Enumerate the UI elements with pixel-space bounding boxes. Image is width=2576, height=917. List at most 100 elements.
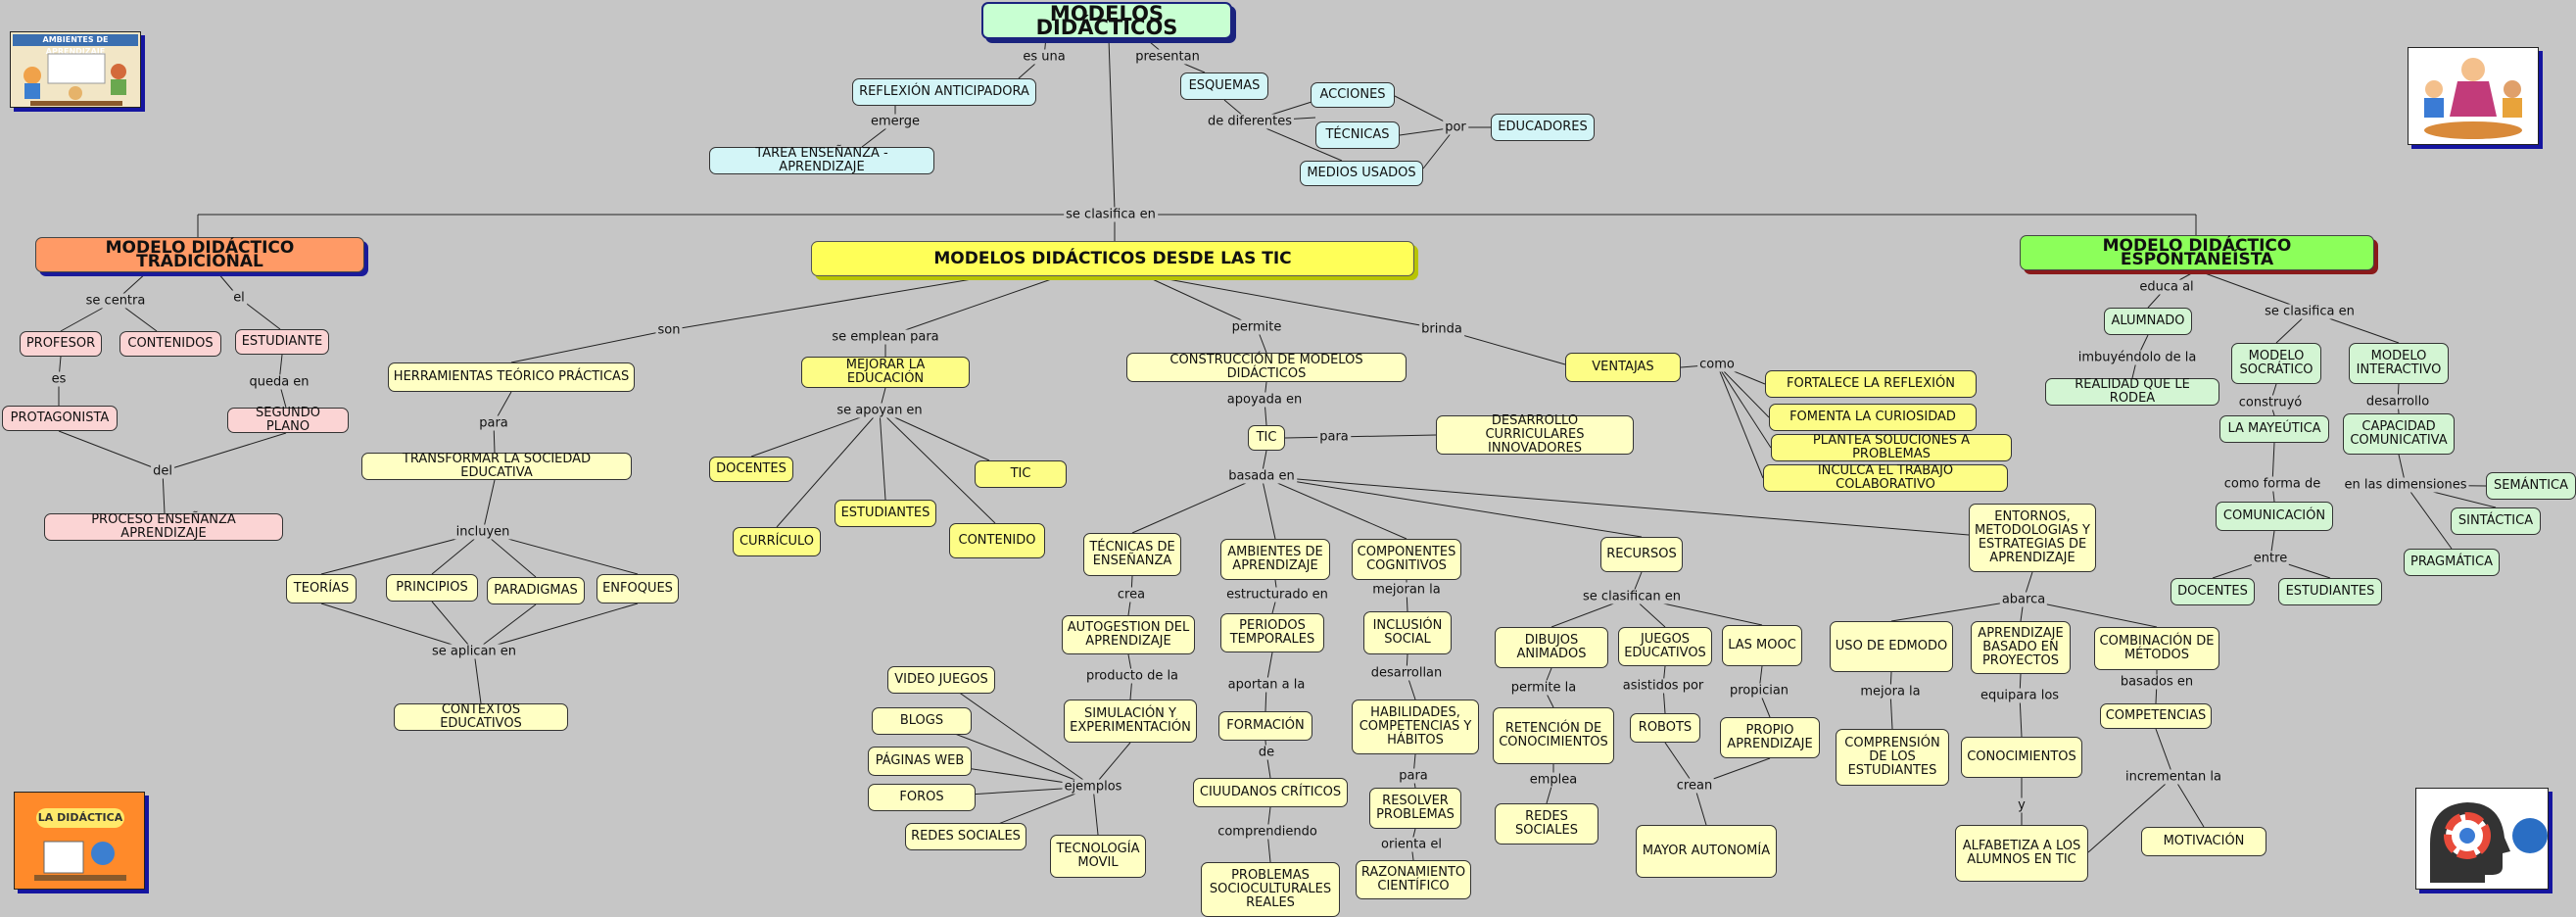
concept-rob[interactable]: ROBOTS [1630, 713, 1700, 743]
concept-conte[interactable]: CONTENIDO [949, 523, 1045, 558]
concept-root[interactable]: MODELOS DIDÁCTICOS [981, 2, 1232, 39]
concept-prag[interactable]: PRAGMÁTICA [2404, 549, 2500, 576]
concept-curr[interactable]: CURRÍCULO [733, 527, 821, 556]
concept-auto[interactable]: AUTOGESTION DEL APRENDIZAJE [1062, 615, 1195, 654]
concept-tec[interactable]: TÉCNICAS [1315, 121, 1400, 149]
concept-tic2[interactable]: TIC [1248, 425, 1285, 451]
concept-parad[interactable]: PARADIGMAS [487, 577, 585, 604]
concept-razon[interactable]: RAZONAMIENTO CIENTÍFICO [1356, 860, 1471, 899]
concept-est2[interactable]: ESTUDIANTES [2278, 578, 2382, 605]
concept-habil[interactable]: HABILIDADES, COMPETENCIAS Y HÁBITOS [1352, 700, 1479, 754]
concept-socr[interactable]: MODELO SOCRÁTICO [2231, 343, 2321, 384]
concept-fom[interactable]: FOMENTA LA CURIOSIDAD [1769, 404, 1977, 431]
concept-incul[interactable]: INCULCA EL TRABAJO COLABORATIVO [1763, 464, 2008, 492]
concept-blogs[interactable]: BLOGS [872, 707, 972, 735]
concept-constr[interactable]: CONSTRUCCIÓN DE MODELOS DIDÁCTICOS [1126, 353, 1407, 382]
concept-alum[interactable]: ALUMNADO [2104, 308, 2192, 335]
concept-princ[interactable]: PRINCIPIOS [386, 574, 478, 602]
concept-prof[interactable]: PROFESOR [20, 331, 102, 357]
concept-sint[interactable]: SINTÁCTICA [2451, 507, 2541, 535]
ambientes-aprendizaje-caption: AMBIENTES DE APRENDIZAJE [13, 34, 138, 56]
connector-line [473, 603, 639, 652]
concept-comb[interactable]: COMBINACIÓN DE MÉTODOS [2094, 627, 2219, 670]
concept-comp[interactable]: COMPONENTES COGNITIVOS [1352, 539, 1461, 580]
concept-mayeu[interactable]: LA MAYEÚTICA [2219, 415, 2329, 443]
concept-esp[interactable]: MODELO DIDÁCTICO ESPONTANEÍSTA [2020, 235, 2374, 270]
connector-line [1261, 475, 1970, 536]
concept-real[interactable]: REALIDAD QUE LE RODEA [2045, 378, 2219, 406]
concept-ticn[interactable]: TIC [975, 460, 1067, 488]
concept-sem[interactable]: SEMÁNTICA [2486, 472, 2576, 500]
concept-prota[interactable]: PROTAGONISTA [2, 406, 118, 431]
concept-ret[interactable]: RETENCIÓN DE CONOCIMIENTOS [1493, 707, 1614, 764]
concept-abp[interactable]: APRENDIZAJE BASADO EN PROYECTOS [1971, 621, 2071, 674]
concept-capac[interactable]: CAPACIDAD COMUNICATIVA [2343, 413, 2455, 455]
link-label: permite la [1508, 680, 1579, 696]
concept-teor[interactable]: TEORÍAS [286, 574, 357, 603]
link-label: de [1256, 745, 1277, 760]
concept-compr[interactable]: COMPRENSIÓN DE LOS ESTUDIANTES [1836, 729, 1949, 786]
concept-vent[interactable]: VENTAJAS [1565, 353, 1681, 382]
concept-mooc[interactable]: LAS MOOC [1722, 625, 1802, 666]
concept-peri[interactable]: PERIODOS TEMPORALES [1220, 613, 1324, 652]
concept-ciud[interactable]: CIUUDANOS CRÍTICOS [1193, 778, 1348, 807]
concept-doc2[interactable]: DOCENTES [2171, 578, 2255, 605]
concept-conoc[interactable]: CONOCIMIENTOS [1961, 737, 2082, 778]
concept-redsoc[interactable]: REDES SOCIALES [905, 823, 1026, 850]
connector-line [750, 410, 881, 458]
connector-line [1108, 38, 1116, 211]
concept-probl[interactable]: PROBLEMAS SOCIOCULTURALES REALES [1201, 862, 1340, 917]
concept-motiv[interactable]: MOTIVACIÓN [2141, 827, 2266, 856]
la-didactica-image: LA DIDÁCTICA [14, 792, 145, 890]
concept-fort[interactable]: FORTALECE LA REFLEXIÓN [1765, 370, 1977, 398]
link-label: se apoyan en [835, 403, 925, 418]
concept-edu[interactable]: EDUCADORES [1491, 114, 1595, 141]
concept-estd[interactable]: ESTUDIANTES [835, 500, 936, 527]
concept-compe[interactable]: COMPETENCIAS [2100, 703, 2212, 729]
concept-foros[interactable]: FOROS [868, 784, 976, 811]
concept-entor[interactable]: ENTORNOS, METODOLOGIAS Y ESTRATEGIAS DE … [1969, 504, 2096, 572]
concept-doc[interactable]: DOCENTES [709, 457, 793, 482]
concept-tarea[interactable]: TAREA ENSEÑANZA -APRENDIZAJE [709, 147, 934, 174]
concept-ctx[interactable]: CONTEXTOS EDUCATIVOS [394, 703, 568, 731]
concept-cont[interactable]: CONTENIDOS [119, 331, 221, 357]
concept-plant[interactable]: PLANTEA SOLUCIONES A PROBLEMAS [1771, 434, 2012, 461]
concept-resol[interactable]: RESOLVER PROBLEMAS [1369, 788, 1461, 829]
concept-herr[interactable]: HERRAMIENTAS TEÓRICO PRÁCTICAS [388, 362, 635, 392]
connector-line [1261, 475, 1643, 538]
concept-med[interactable]: MEDIOS USADOS [1300, 161, 1423, 186]
concept-pag[interactable]: PÁGINAS WEB [868, 747, 972, 776]
concept-form[interactable]: FORMACIÓN [1218, 711, 1312, 741]
concept-enfo[interactable]: ENFOQUES [596, 574, 679, 603]
concept-trad[interactable]: MODELO DIDÁCTICO TRADICIONAL [35, 237, 364, 272]
concept-seg[interactable]: SEGUNDO PLANO [227, 407, 349, 434]
concept-mejor[interactable]: MEJORAR LA EDUCACIÓN [801, 357, 970, 388]
concept-incl[interactable]: INCLUSIÓN SOCIAL [1363, 611, 1452, 654]
concept-desa[interactable]: DESARROLLO CURRICULARES INNOVADORES [1436, 414, 1634, 456]
concept-redes2[interactable]: REDES SOCIALES [1495, 803, 1598, 845]
concept-comu[interactable]: COMUNICACIÓN [2216, 502, 2333, 531]
concept-mayor[interactable]: MAYOR AUTONOMÍA [1636, 825, 1777, 878]
concept-inter[interactable]: MODELO INTERACTIVO [2349, 343, 2449, 384]
concept-propio[interactable]: PROPIO APRENDIZAJE [1720, 717, 1820, 758]
link-label: brinda [1419, 321, 1464, 337]
concept-dib[interactable]: DIBUJOS ANIMADOS [1495, 627, 1608, 668]
concept-tic[interactable]: MODELOS DIDÁCTICOS DESDE LAS TIC [811, 241, 1414, 276]
concept-estu[interactable]: ESTUDIANTE [235, 329, 329, 355]
link-label: incrementan la [2123, 769, 2223, 785]
concept-acc[interactable]: ACCIONES [1311, 82, 1395, 108]
concept-refl[interactable]: REFLEXIÓN ANTICIPADORA [852, 78, 1036, 106]
concept-amb[interactable]: AMBIENTES DE APRENDIZAJE [1220, 539, 1330, 580]
concept-sim[interactable]: SIMULACIÓN Y EXPERIMENTACIÓN [1064, 700, 1197, 743]
connector-line [1151, 275, 1443, 330]
concept-rec[interactable]: RECURSOS [1600, 537, 1683, 572]
concept-edmo[interactable]: USO DE EDMODO [1830, 621, 1953, 672]
concept-proc[interactable]: PROCESO ENSEÑANZA APRENDIZAJE [44, 513, 283, 541]
concept-tecmov[interactable]: TECNOLOGÍA MOVIL [1050, 835, 1146, 878]
concept-vid[interactable]: VIDEO JUEGOS [887, 666, 995, 694]
concept-tecen[interactable]: TÉCNICAS DE ENSEÑANZA [1083, 533, 1181, 576]
concept-alfa[interactable]: ALFABETIZA A LOS ALUMNOS EN TIC [1955, 825, 2088, 882]
concept-jueg[interactable]: JUEGOS EDUCATIVOS [1618, 627, 1712, 666]
concept-transf[interactable]: TRANSFORMAR LA SOCIEDAD EDUCATIVA [361, 453, 632, 480]
concept-esq[interactable]: ESQUEMAS [1180, 72, 1268, 100]
